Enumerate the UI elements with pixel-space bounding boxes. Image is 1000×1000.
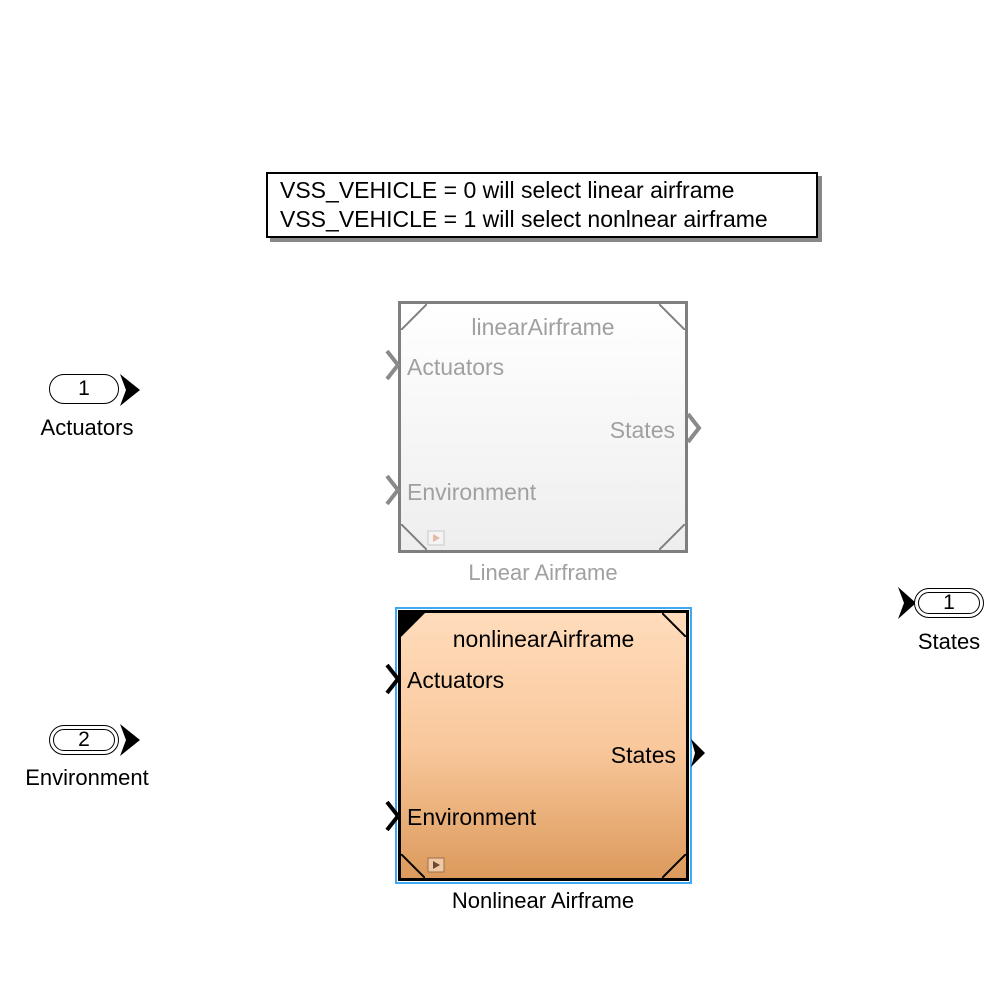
input-port-label: Environment [407, 479, 537, 505]
input-port-label: Actuators [407, 667, 505, 693]
inport-actuators[interactable]: 1 [49, 374, 119, 404]
outport-states[interactable]: 1 [914, 588, 984, 618]
port-chevron-icon [385, 664, 401, 694]
annotation-line-1: VSS_VEHICLE = 0 will select linear airfr… [280, 177, 735, 203]
outport-number: 1 [918, 592, 980, 614]
inport-label: Environment [25, 765, 149, 790]
inport-arrow-icon [120, 724, 140, 756]
port-chevron-icon [686, 413, 702, 443]
block-label: Linear Airframe [468, 560, 618, 585]
port-chevron-icon [385, 801, 401, 831]
outport-arrow-icon [898, 587, 916, 619]
port-chevron-icon [385, 350, 401, 380]
output-port-label: States [610, 742, 676, 768]
inport-arrow-icon [120, 374, 140, 406]
output-port-label: States [609, 417, 675, 443]
nonlinear-airframe-block[interactable]: nonlinearAirframe Actuators Environment … [398, 610, 689, 881]
selection-highlight [395, 607, 692, 884]
inport-label: Actuators [40, 415, 134, 440]
block-title: nonlinearAirframe [452, 626, 635, 652]
corner-mark-icon [659, 524, 685, 550]
block-label: Nonlinear Airframe [451, 888, 635, 913]
corner-mark-icon [401, 613, 425, 637]
model-reference-icon [427, 530, 445, 546]
input-port-label: Environment [407, 804, 537, 830]
inport-number: 1 [78, 377, 90, 400]
annotation-note[interactable]: VSS_VEHICLE = 0 will select linear airfr… [266, 172, 818, 238]
inport-environment[interactable]: 2 [49, 725, 119, 755]
output-arrow-icon [691, 739, 705, 767]
corner-mark-icon [401, 524, 427, 550]
annotation-line-2: VSS_VEHICLE = 1 will select nonlnear air… [280, 206, 768, 232]
corner-mark-icon [659, 304, 685, 330]
corner-mark-icon [401, 304, 427, 330]
model-reference-icon [427, 857, 445, 873]
inport-number: 2 [53, 729, 115, 751]
linear-airframe-block[interactable]: linearAirframe Actuators Environment Sta… [398, 301, 688, 553]
corner-mark-icon [662, 854, 686, 878]
corner-mark-icon [401, 854, 425, 878]
block-title: linearAirframe [471, 314, 615, 340]
port-chevron-icon [385, 475, 401, 505]
corner-mark-icon [662, 613, 686, 637]
input-port-label: Actuators [407, 354, 505, 380]
outport-label: States [917, 629, 981, 654]
